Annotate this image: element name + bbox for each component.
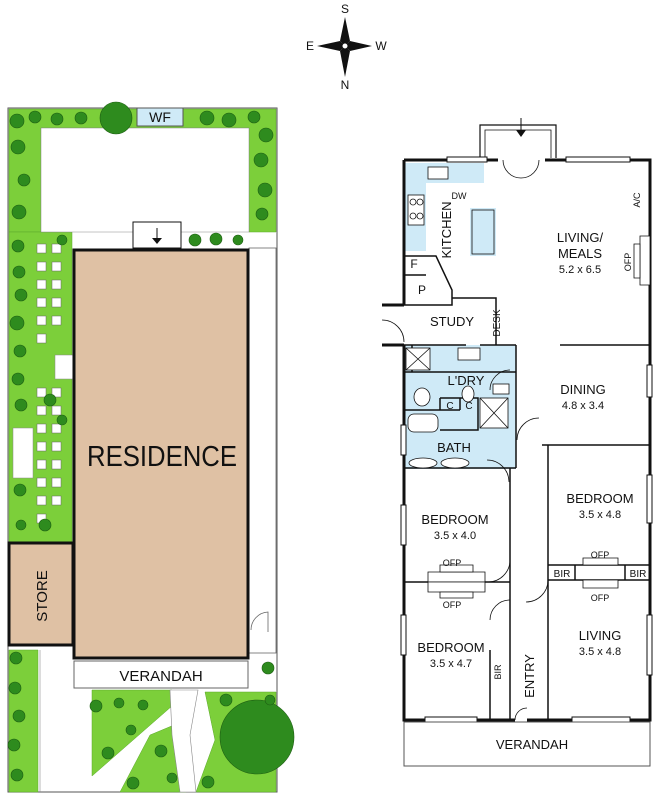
- floor-plan: KITCHEN DW F P STUDY DESK L'DRY C C BATH…: [381, 118, 653, 767]
- cupboard-1-label: C: [446, 401, 453, 412]
- bedroom-nw-name: BEDROOM: [421, 512, 488, 527]
- compass-north-label: N: [341, 78, 350, 92]
- desk-label: DESK: [492, 309, 503, 337]
- dining-dimensions: 4.8 x 3.4: [562, 400, 604, 412]
- living-meals-name-2: MEALS: [558, 246, 602, 261]
- living-dimensions: 3.5 x 4.8: [579, 646, 621, 658]
- site-plan: WF RESIDENCE STORE VERANDAH: [7, 101, 295, 793]
- entry-label: ENTRY: [522, 654, 537, 698]
- store-block: [7, 541, 75, 647]
- store-label: STORE: [34, 570, 51, 621]
- fireplaces: [427, 235, 651, 599]
- ac-label: A/C: [632, 192, 642, 208]
- study-label: STUDY: [430, 314, 474, 329]
- kitchen-label: KITCHEN: [439, 201, 454, 258]
- dining-name: DINING: [560, 382, 606, 397]
- compass-south-label: S: [341, 2, 349, 16]
- dw-label: DW: [452, 191, 467, 201]
- stepping-stones: [36, 243, 62, 524]
- compass-rose: S N E W: [306, 2, 387, 92]
- living-meals-name: LIVING/: [557, 230, 604, 245]
- ofp-bedroom-e: OFP: [591, 550, 610, 560]
- compass-east-label: E: [306, 39, 314, 53]
- living-name: LIVING: [579, 628, 622, 643]
- wf-label: WF: [149, 109, 171, 125]
- bath-label: BATH: [437, 440, 471, 455]
- ofp-bedroom-sw: OFP: [443, 600, 462, 610]
- bedroom-e-name: BEDROOM: [566, 491, 633, 506]
- ofp-living: OFP: [591, 593, 610, 603]
- ofp-bedroom-nw: OFP: [443, 558, 462, 568]
- compass-west-label: W: [375, 39, 387, 53]
- residence-label: RESIDENCE: [87, 441, 237, 473]
- cupboard-2-label: C: [465, 401, 472, 412]
- bedroom-sw-dimensions: 3.5 x 4.7: [430, 658, 472, 670]
- pantry-label: P: [418, 283, 426, 297]
- fridge-label: F: [410, 257, 417, 271]
- ofp-living-meals: OFP: [623, 253, 633, 272]
- residence-block: [72, 248, 250, 660]
- bedroom-sw-name: BEDROOM: [417, 640, 484, 655]
- bir-right-label: BIR: [630, 569, 647, 580]
- bedroom-e-dimensions: 3.5 x 4.8: [579, 509, 621, 521]
- bir-sw-label: BIR: [493, 664, 503, 680]
- laundry-label: L'DRY: [448, 373, 485, 388]
- site-verandah-label: VERANDAH: [119, 668, 202, 685]
- kitchen-fixtures: [405, 166, 510, 469]
- bedroom-nw-dimensions: 3.5 x 4.0: [434, 530, 476, 542]
- bir-left-label: BIR: [554, 569, 571, 580]
- floor-verandah-label: VERANDAH: [496, 737, 568, 752]
- door-swings: [381, 319, 549, 721]
- living-meals-dimensions: 5.2 x 6.5: [559, 264, 601, 276]
- shrubs: [7, 101, 295, 790]
